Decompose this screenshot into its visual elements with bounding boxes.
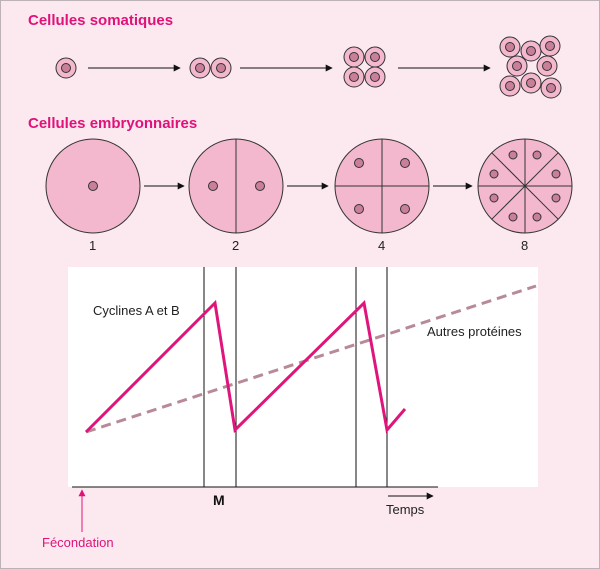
- somatic-row: [55, 35, 562, 99]
- somatic-group-1: [55, 57, 77, 79]
- embryo-stage-2: [188, 138, 284, 234]
- somatic-group-2: [189, 57, 232, 79]
- fecondation-label: Fécondation: [42, 535, 114, 550]
- somatic-heading: Cellules somatiques: [28, 12, 174, 29]
- cyclins-label: Cyclines A et B: [93, 303, 180, 318]
- plot-background: [68, 267, 538, 487]
- embryo-count-2: 2: [232, 238, 240, 253]
- somatic-group-4: [343, 46, 386, 88]
- cyclins-line: [84, 299, 407, 434]
- other-proteins-label: Autres protéines: [427, 324, 522, 339]
- embryonic-row: [45, 138, 573, 234]
- mitosis-label: M: [213, 492, 225, 508]
- embryonic-heading: Cellules embryonnaires: [28, 115, 198, 132]
- time-label: Temps: [386, 502, 425, 517]
- embryo-count-4: 4: [378, 238, 386, 253]
- cyclin-plot: [68, 267, 538, 532]
- embryo-stage-1: [45, 138, 141, 234]
- somatic-group-8: [499, 35, 562, 99]
- embryo-stage-8: [477, 138, 573, 234]
- embryo-count-1: 1: [89, 238, 97, 253]
- embryo-count-8: 8: [521, 238, 529, 253]
- embryo-stage-4: [334, 138, 430, 234]
